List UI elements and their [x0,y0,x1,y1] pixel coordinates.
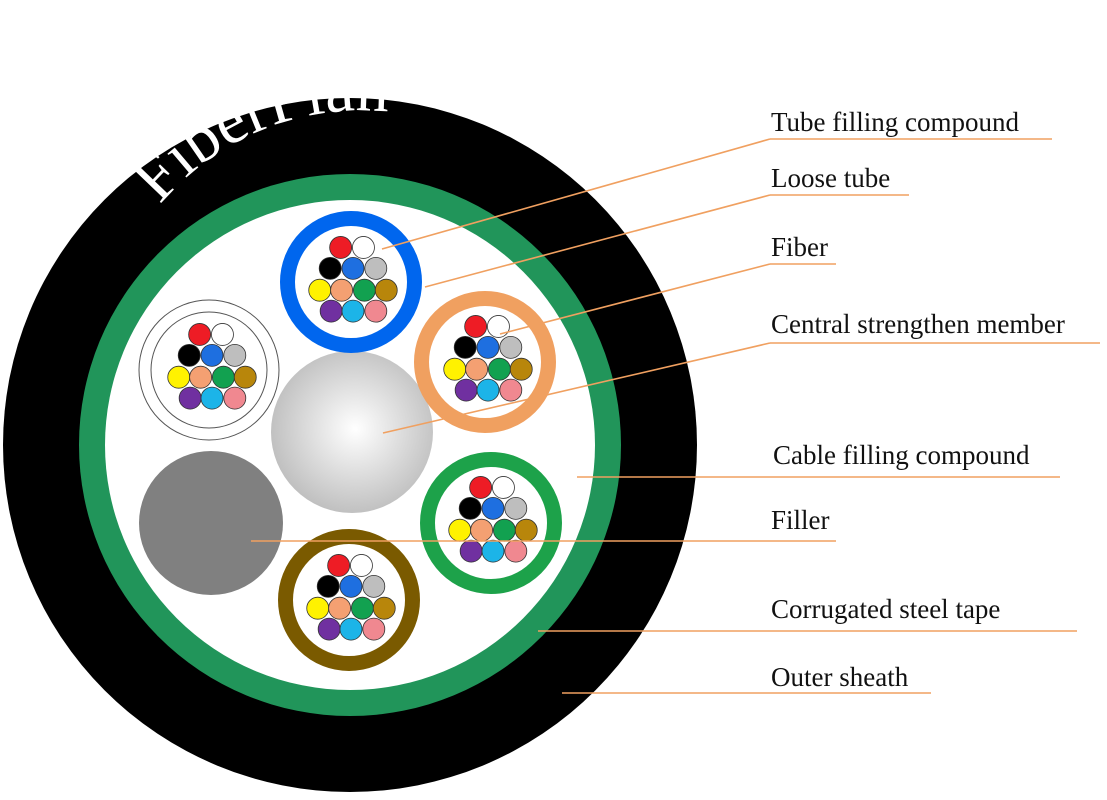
loose-tube-brown [278,529,420,671]
loose-tube-blue [280,211,422,353]
leader-line-fiber [499,263,771,335]
fiber-strand [188,323,212,346]
fiber-strand [319,299,343,323]
fiber-strand [341,299,365,323]
fiber-strand [308,278,332,302]
label-corrugated-steel-tape: Corrugated steel tape [771,594,1000,624]
fiber-strand [328,596,352,620]
fiber-strand [362,617,386,641]
fiber-strand [499,335,523,359]
fiber-strand [167,365,191,389]
fiber-strand [316,574,340,598]
fiber-strand [364,256,388,280]
leader-line-central-strengthen-member [382,342,771,434]
fiber-strand [317,617,341,641]
fiber-strand [233,365,257,389]
loose-tube-green [420,452,562,594]
fiber-strand [448,518,472,542]
fiber-strand [339,617,363,641]
fiber-bundles [167,236,538,641]
fiber-strand [330,278,354,302]
fiber-strand [499,378,523,402]
fiber-strand [454,378,478,402]
fiber-strand [469,476,493,499]
label-central-strengthen-member: Central strengthen member [771,309,1065,339]
label-tube-filling-compound: Tube filling compound [771,107,1020,137]
filler-rod [139,451,283,595]
fiber-strand [453,335,477,359]
fiber-strand [464,315,488,338]
fiber-strand [223,343,247,367]
fiber-strand [443,357,467,381]
fiber-strand [504,496,528,520]
label-loose-tube: Loose tube [771,163,890,193]
fiber-strand [470,518,494,542]
fiber-strand [200,386,224,410]
label-filler: Filler [771,505,830,535]
leader-line-tube-filling-compound [381,138,771,250]
fiber-strand [329,236,353,259]
fiber-strand [327,554,351,577]
fiber-strand [211,323,234,346]
fiber-strand [306,596,330,620]
label-outer-sheath: Outer sheath [771,662,909,692]
fiber-strand [514,518,538,542]
fiber-strand [487,357,511,381]
label-cable-filling-compound: Cable filling compound [773,440,1030,470]
central-strengthen-member [271,351,433,513]
fiber-strand [481,539,505,563]
fiber-strand [211,365,235,389]
fiber-strand [481,496,505,520]
fiber-strand [476,378,500,402]
fiber-strand [177,343,201,367]
fiber-strand [476,335,500,359]
fiber-strand [487,315,510,338]
fiber-strand [339,574,363,598]
fiber-strand [459,539,483,563]
fiber-strand [465,357,489,381]
loose-tube-outline-inner [150,311,268,429]
fiber-strand [504,539,528,563]
fiber-strand [189,365,213,389]
fiber-strand [223,386,247,410]
fiber-strand [352,278,376,302]
fiber-strand [492,518,516,542]
fiber-strand [178,386,202,410]
fiber-strand [341,256,365,280]
fiber-strand [200,343,224,367]
fiber-strand [352,236,375,259]
label-fiber: Fiber [771,232,828,262]
fiber-strand [318,256,342,280]
fiber-strand [350,554,373,577]
fiber-strand [458,496,482,520]
fiber-strand [492,476,515,499]
fiber-strand [372,596,396,620]
fiber-strand [509,357,533,381]
fiber-strand [362,574,386,598]
leader-line-loose-tube [424,194,771,288]
fiber-strand [364,299,388,323]
fiber-strand [350,596,374,620]
fiber-strand [374,278,398,302]
